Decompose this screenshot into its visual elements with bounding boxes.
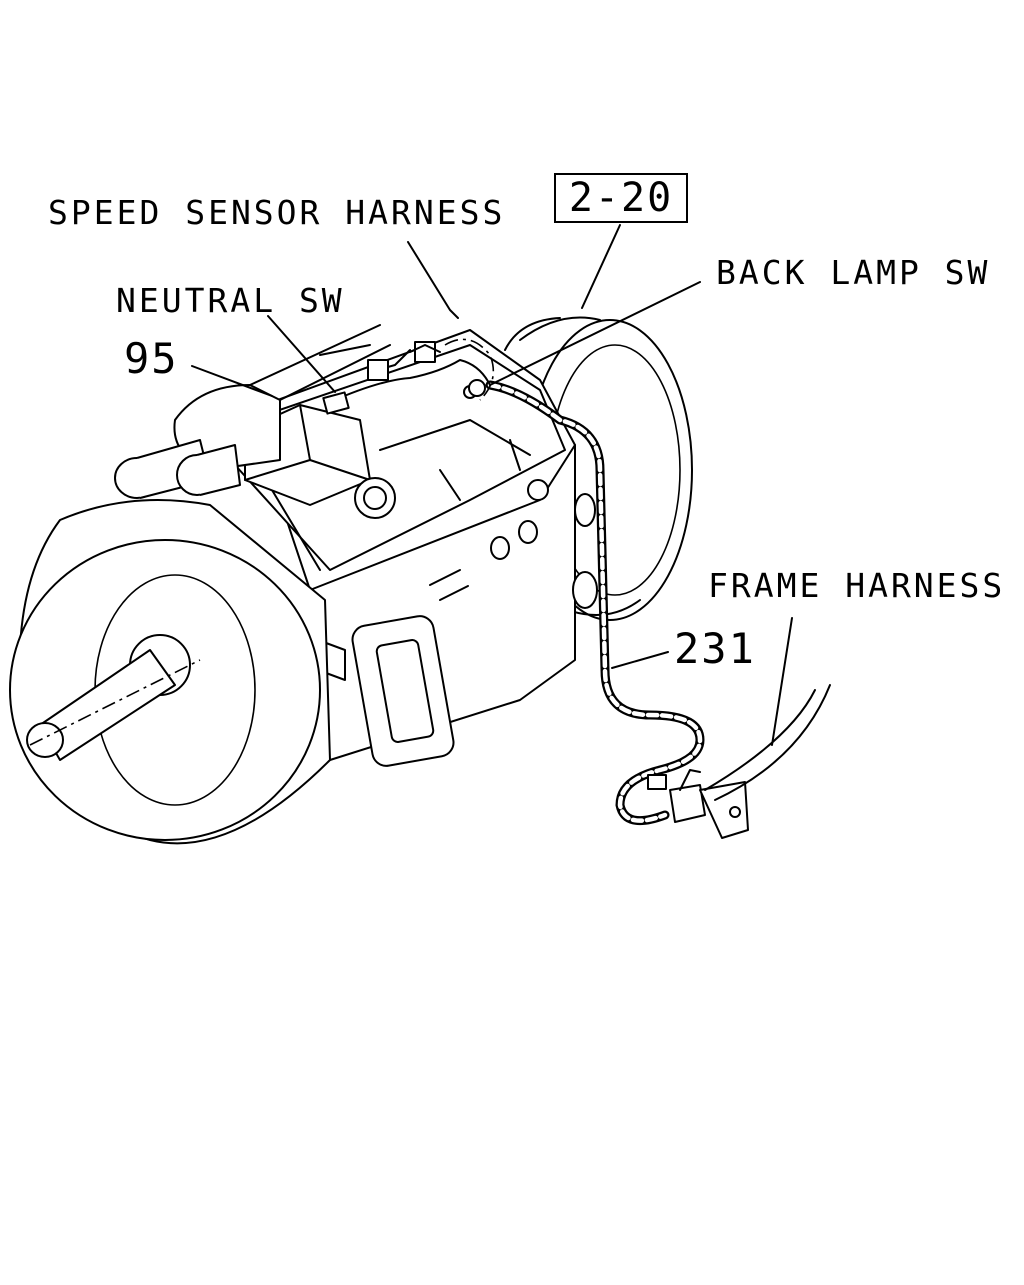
output-housing	[9, 499, 331, 845]
label-back-lamp-switch: BACK LAMP SW	[716, 253, 991, 292]
reference-box: 2-20	[554, 173, 688, 223]
leader-lines	[191, 224, 793, 746]
label-frame-harness: FRAME HARNESS	[708, 566, 1006, 605]
label-speed-sensor-harness: SPEED SENSOR HARNESS	[48, 193, 506, 232]
shift-cylinders	[114, 324, 396, 519]
label-part-95: 95	[124, 334, 179, 383]
frame-harness-wire	[704, 684, 831, 801]
frame-connector	[647, 769, 749, 839]
label-neutral-switch: NEUTRAL SW	[116, 281, 345, 320]
top-harness	[322, 338, 495, 415]
transmission-case	[234, 329, 598, 767]
label-part-231: 231	[674, 624, 756, 673]
harness-231	[485, 380, 705, 826]
